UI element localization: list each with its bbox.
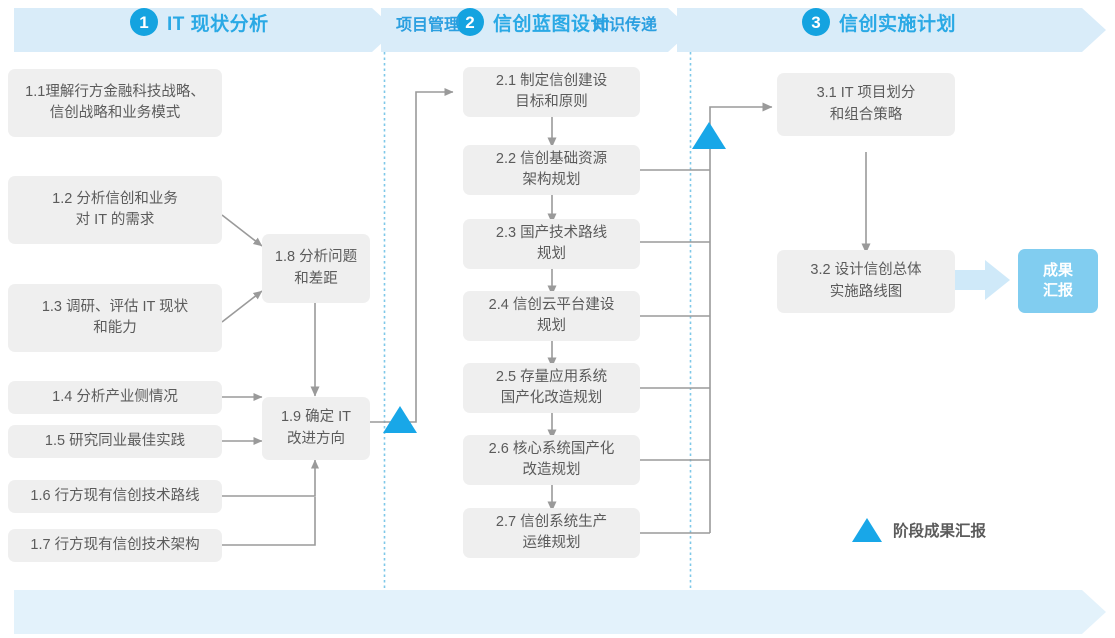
phase-1-title: IT 现状分析 <box>167 13 269 35</box>
task-box-2-1[interactable]: 2.1 制定信创建设目标和原则 <box>463 67 640 117</box>
task-label-2-1: 2.1 制定信创建设目标和原则 <box>495 72 608 110</box>
task-label-2-6: 2.6 核心系统国产化改造规划 <box>488 440 615 478</box>
phase-3-number: 3 <box>802 8 830 36</box>
task-label-1-4: 1.4 分析产业侧情况 <box>52 388 178 405</box>
result-report-label: 成果汇报 <box>1042 261 1073 299</box>
result-arrow <box>955 260 1010 300</box>
task-box-1-7[interactable]: 1.7 行方现有信创技术架构 <box>8 529 222 562</box>
task-label-1-6: 1.6 行方现有信创技术路线 <box>30 487 200 504</box>
task-box-2-4[interactable]: 2.4 信创云平台建设规划 <box>463 291 640 341</box>
task-label-1-5: 1.5 研究同业最佳实践 <box>44 432 186 449</box>
phase-1-number: 1 <box>130 8 158 36</box>
task-box-2-7[interactable]: 2.7 信创系统生产运维规划 <box>463 508 640 558</box>
task-label-3-1: 3.1 IT 项目划分和组合策略 <box>816 85 916 123</box>
phase-3-header: 3 信创实施计划 <box>802 8 956 36</box>
task-label-3-2: 3.2 设计信创总体实施路线图 <box>810 262 922 300</box>
task-box-3-1[interactable]: 3.1 IT 项目划分和组合策略 <box>777 73 955 136</box>
task-label-2-4: 2.4 信创云平台建设规划 <box>488 296 615 334</box>
bottom-label-knowledge-transfer: 知识传递 <box>593 17 658 34</box>
phase-2-header: 2 信创蓝图设计 <box>456 8 610 36</box>
task-box-1-4[interactable]: 1.4 分析产业侧情况 <box>8 381 222 414</box>
task-box-2-2[interactable]: 2.2 信创基础资源架构规划 <box>463 145 640 195</box>
task-label-2-5: 2.5 存量应用系统国产化改造规划 <box>495 368 608 406</box>
task-label-2-3: 2.3 国产技术路线规划 <box>495 224 608 262</box>
task-label-1-3: 1.3 调研、评估 IT 现状和能力 <box>41 298 189 336</box>
task-label-2-7: 2.7 信创系统生产运维规划 <box>495 513 608 551</box>
task-box-2-3[interactable]: 2.3 国产技术路线规划 <box>463 219 640 269</box>
milestone-triangle-phase2 <box>692 122 726 149</box>
task-box-2-6[interactable]: 2.6 核心系统国产化改造规划 <box>463 435 640 485</box>
bottom-label-project-management: 项目管理 <box>396 17 461 34</box>
task-label-1-2: 1.2 分析信创和业务对 IT 的需求 <box>52 190 178 228</box>
task-box-1-5[interactable]: 1.5 研究同业最佳实践 <box>8 425 222 458</box>
task-box-1-1[interactable]: 1.1理解行方金融科技战略、信创战略和业务模式 <box>8 69 222 137</box>
result-report-badge[interactable]: 成果汇报 <box>1018 249 1098 313</box>
phase-3-title: 信创实施计划 <box>839 13 957 35</box>
task-box-1-2[interactable]: 1.2 分析信创和业务对 IT 的需求 <box>8 176 222 244</box>
legend: 阶段成果汇报 <box>852 518 986 542</box>
task-box-1-6[interactable]: 1.6 行方现有信创技术路线 <box>8 480 222 513</box>
task-box-2-5[interactable]: 2.5 存量应用系统国产化改造规划 <box>463 363 640 413</box>
task-label-1-1: 1.1理解行方金融科技战略、信创战略和业务模式 <box>25 83 205 121</box>
legend-label: 阶段成果汇报 <box>893 523 987 540</box>
phase-1-header: 1 IT 现状分析 <box>130 8 269 36</box>
task-box-1-3[interactable]: 1.3 调研、评估 IT 现状和能力 <box>8 284 222 352</box>
task-label-1-7: 1.7 行方现有信创技术架构 <box>30 536 200 553</box>
phase-2-title: 信创蓝图设计 <box>493 13 611 35</box>
phase-2-number: 2 <box>456 8 484 36</box>
milestone-triangle-phase1 <box>383 406 417 433</box>
task-box-3-2[interactable]: 3.2 设计信创总体实施路线图 <box>777 250 955 313</box>
task-box-1-8[interactable]: 1.8 分析问题和差距 <box>262 234 370 303</box>
task-label-2-2: 2.2 信创基础资源架构规划 <box>495 150 608 188</box>
task-label-1-8: 1.8 分析问题和差距 <box>274 249 358 287</box>
triangle-up-icon <box>852 518 882 542</box>
